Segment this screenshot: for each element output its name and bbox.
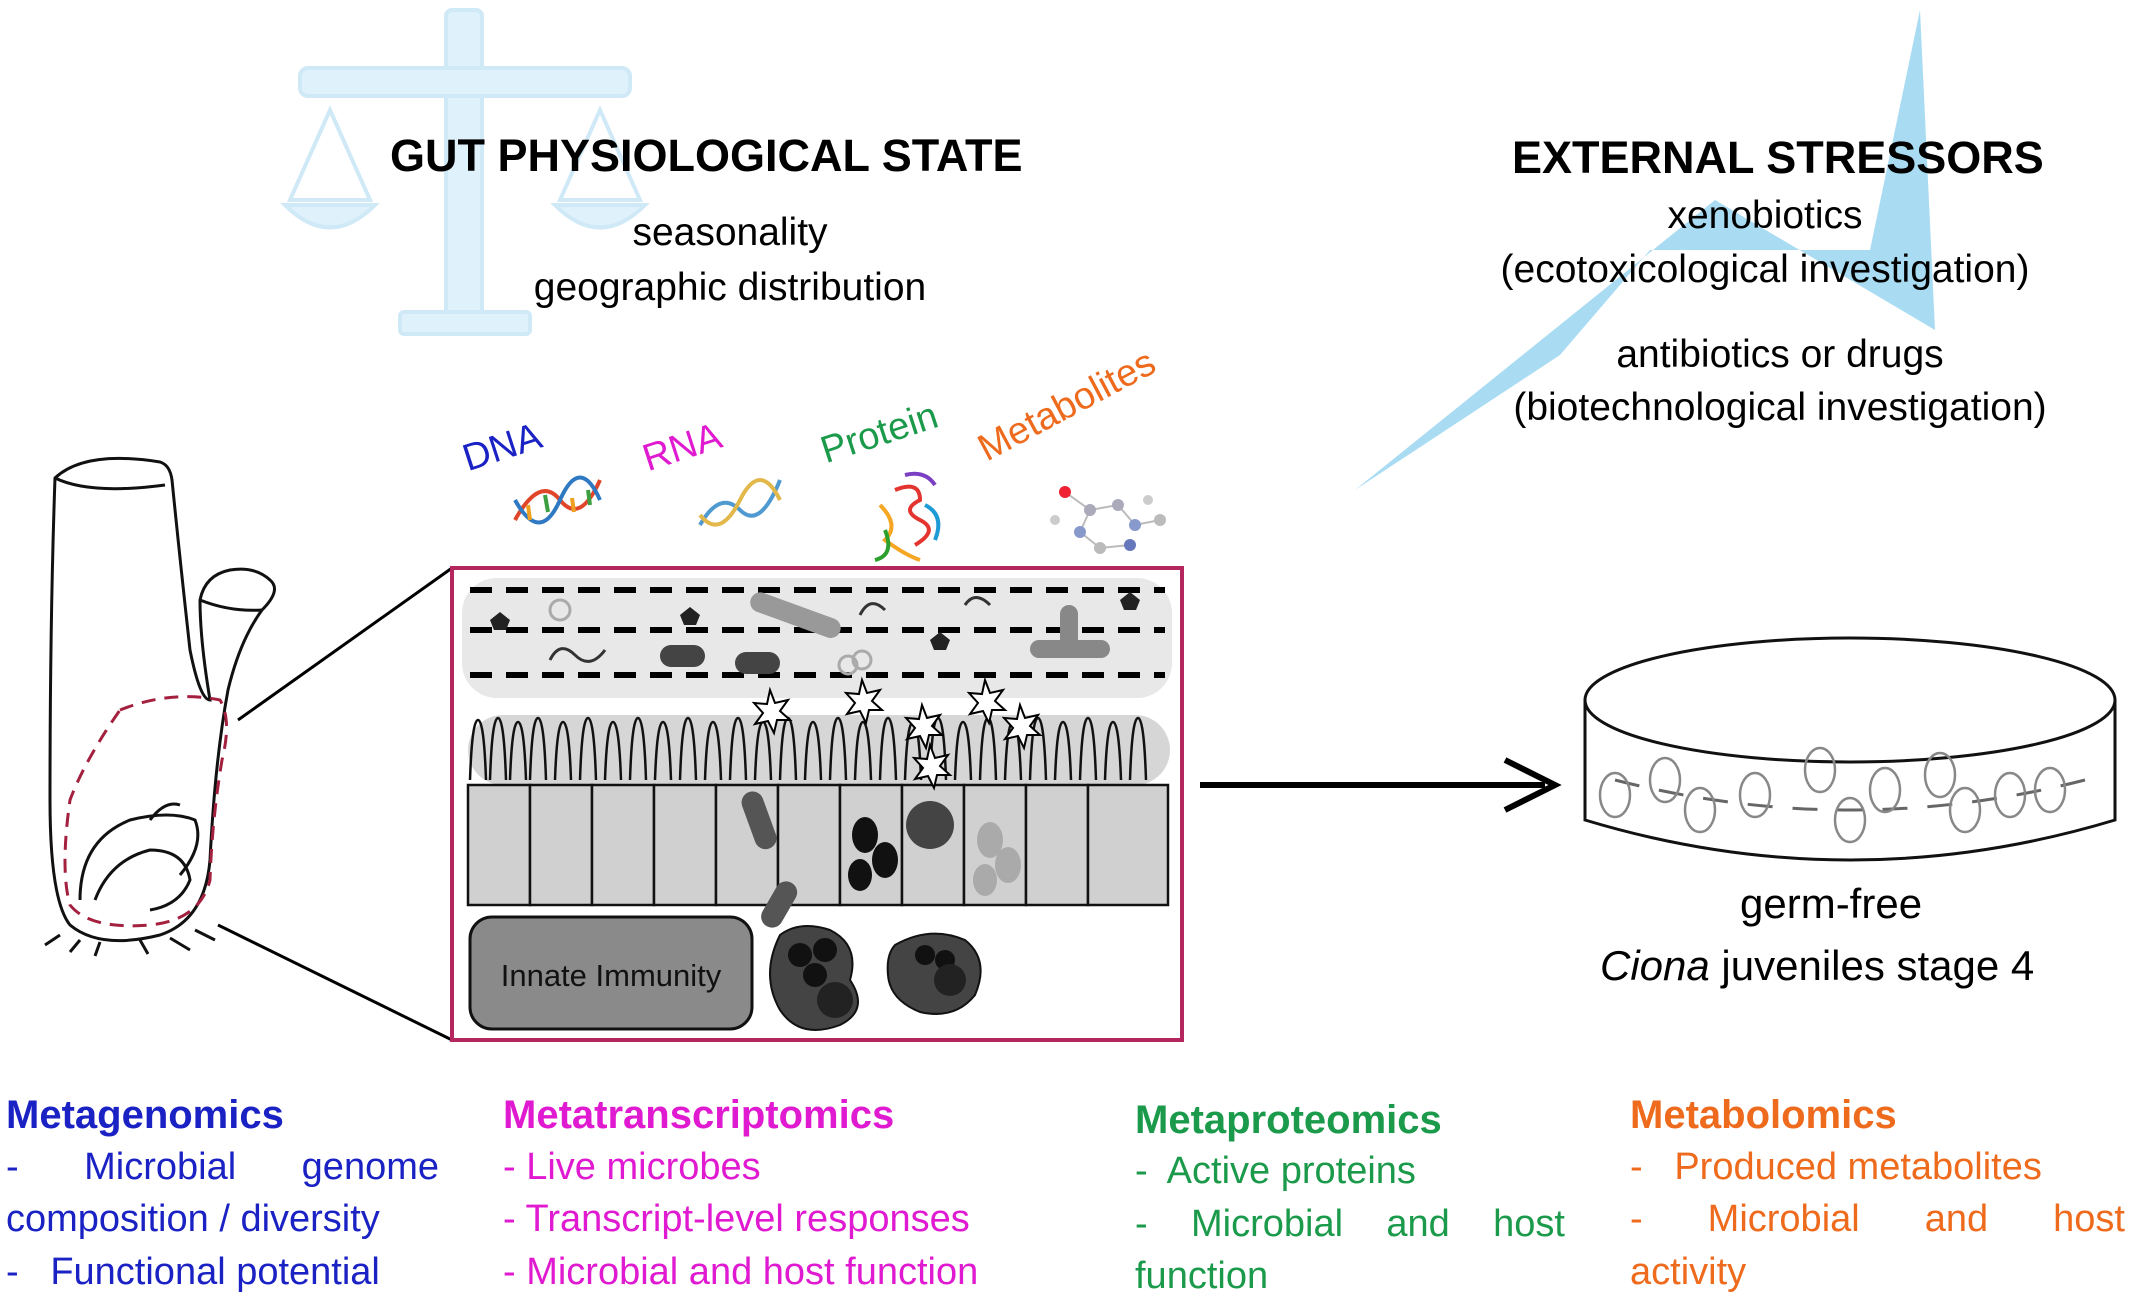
metabolomics-line-3: activity	[1630, 1251, 1747, 1293]
stressors-title: EXTERNAL STRESSORS	[1512, 132, 2044, 183]
zoom-line-top	[237, 566, 453, 722]
rna-strand-icon	[698, 478, 782, 527]
gut-panel	[450, 566, 1184, 1042]
metabolomics-dash: -	[1630, 1198, 1643, 1240]
metabolomics-title: Metabolomics	[1630, 1093, 1897, 1137]
gut-state-line-2: geographic distribution	[533, 266, 927, 309]
stressors-line-3: antibiotics or drugs	[1616, 333, 1944, 376]
dna-helix-icon	[513, 475, 602, 525]
metatranscriptomics-line-3: - Microbial and host function	[503, 1251, 979, 1293]
innate-immunity-label: Innate Immunity	[500, 958, 722, 993]
metabolomics-line-1: - Produced metabolites	[1630, 1146, 2042, 1188]
germ-free-label: germ-free	[1740, 880, 1923, 927]
stressors-line-4: (biotechnological investigation)	[1513, 386, 2047, 429]
metaproteomics-word-and: and	[1386, 1203, 1450, 1245]
ciona-juveniles-label: Ciona juveniles stage 4	[1600, 945, 2034, 987]
metagenomics-word-genome: genome	[301, 1146, 439, 1188]
metabolite-molecule-icon	[1050, 486, 1166, 554]
metabolomics-line-2: - Microbial and host	[1630, 1200, 2125, 1238]
protein-structure-icon	[874, 471, 941, 562]
zoom-line-bottom	[217, 923, 453, 1042]
metaproteomics-word-microbial: Microbial	[1191, 1203, 1344, 1245]
metagenomics-line-3: - Functional potential	[6, 1251, 380, 1293]
metaproteomics-line-3: function	[1135, 1255, 1269, 1297]
metaproteomics-line-2: - Microbial and host	[1135, 1205, 1565, 1243]
stressors-line-2: (ecotoxicological investigation)	[1500, 248, 2030, 291]
metagenomics-line-2: composition / diversity	[6, 1198, 380, 1240]
culture-dish-illustration	[1583, 636, 2117, 862]
ciona-body-illustration	[44, 456, 276, 957]
metabolomics-word-microbial: Microbial	[1707, 1198, 1860, 1240]
metatranscriptomics-line-2: - Transcript-level responses	[503, 1198, 970, 1240]
metaproteomics-dash: -	[1135, 1203, 1148, 1245]
gut-state-title: GUT PHYSIOLOGICAL STATE	[390, 130, 1023, 181]
metagenomics-dash: -	[6, 1146, 19, 1188]
metatranscriptomics-line-1: - Live microbes	[503, 1146, 761, 1188]
lightning-bolt-icon	[1355, 10, 1935, 490]
metagenomics-title: Metagenomics	[6, 1093, 284, 1137]
balance-scale-icon	[280, 8, 650, 336]
gut-state-line-1: seasonality	[632, 211, 828, 254]
metabolomics-word-host: host	[2053, 1198, 2125, 1240]
metagenomics-word-microbial: Microbial	[84, 1146, 237, 1188]
metaproteomics-line-1: - Active proteins	[1135, 1150, 1416, 1192]
species-name: Ciona	[1600, 942, 1710, 989]
stressors-line-1: xenobiotics	[1667, 194, 1863, 237]
arrow-to-germ-free	[1200, 757, 1562, 813]
metagenomics-line-1: - Microbial genome	[6, 1148, 439, 1186]
metatranscriptomics-title: Metatranscriptomics	[503, 1093, 895, 1137]
metaproteomics-title: Metaproteomics	[1135, 1098, 1442, 1142]
metabolomics-word-and: and	[1924, 1198, 1989, 1240]
stage-text: juveniles stage 4	[1709, 942, 2035, 989]
metaproteomics-word-host: host	[1493, 1203, 1565, 1245]
gut-region-outline	[63, 695, 228, 928]
